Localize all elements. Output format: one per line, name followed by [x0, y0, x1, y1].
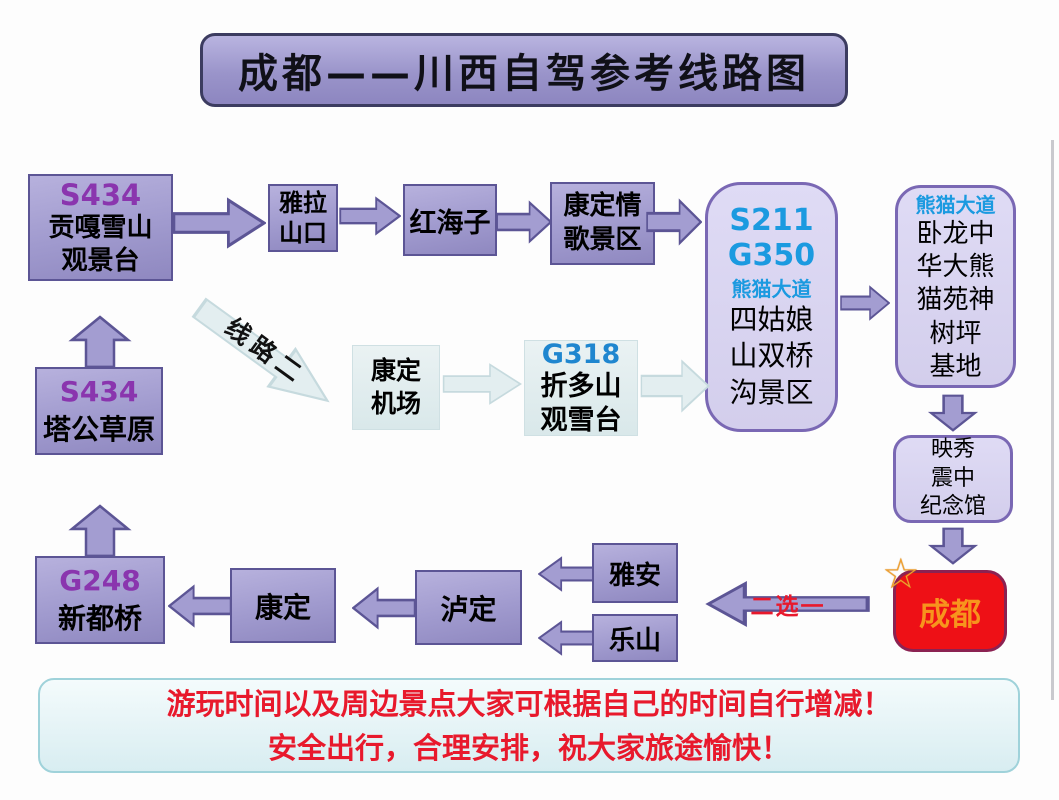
road-label-s434: S434 [59, 178, 142, 212]
node-kangding-song-name: 康定情 歌景区 [563, 190, 642, 255]
road-label-g318: G318 [541, 338, 621, 370]
arrow-luding-to-kangding [352, 586, 416, 630]
node-chengdu-name: 成都 [919, 596, 981, 633]
node-wolong-name: 卧龙中 华大熊 猫苑神 树坪 基地 [916, 218, 995, 382]
road-label-panda-avenue-2: 熊猫大道 [915, 192, 996, 217]
node-yaan: 雅安 [592, 543, 678, 603]
node-leshan-name: 乐山 [608, 625, 661, 656]
arrow-honghaizi-to-kangdingsong [496, 200, 552, 244]
node-gongga-name: 贡嘎雪山 观景台 [48, 213, 153, 276]
screen-edge-line [1051, 140, 1054, 700]
node-yingxiu-memorial: 映秀 震中 纪念馆 [893, 435, 1013, 523]
arrow-zheduoshan-to-siguniang [640, 358, 710, 414]
node-siguniang-valley: S211 G350 熊猫大道 四姑娘 山双桥 沟景区 [705, 182, 838, 432]
node-luding: 泸定 [415, 570, 522, 645]
node-xinduqiao-name: 新都桥 [57, 601, 142, 635]
notice-line-1: 游玩时间以及周边景点大家可根据自己的时间自行增减！ [166, 686, 892, 721]
node-siguniang-name: 四姑娘 山双桥 沟景区 [729, 302, 814, 409]
arrow-siguniang-to-wolong [840, 285, 890, 321]
road-label-g248: G248 [59, 563, 141, 597]
arrow-yaan-to-luding [538, 556, 596, 592]
arrow-chengdu-choose-one: 二选一 [705, 580, 871, 628]
node-yingxiu-name: 映秀 震中 纪念馆 [919, 437, 986, 520]
notice-line-2: 安全出行，合理安排，祝大家旅途愉快！ [267, 730, 790, 765]
node-yala-pass: 雅拉 山口 [268, 184, 338, 252]
node-kangding: 康定 [230, 568, 336, 643]
arrow-leshan-to-luding [538, 620, 596, 656]
node-yaan-name: 雅安 [608, 560, 661, 591]
node-yala-name: 雅拉 山口 [279, 189, 327, 247]
node-luding-name: 泸定 [440, 592, 497, 626]
road-label-s211: S211 [729, 202, 814, 238]
arrow-tagong-to-gongga [62, 315, 138, 369]
node-honghaizi: 红海子 [403, 184, 497, 256]
arrow-airport-to-zheduoshan [442, 362, 522, 406]
node-zheduoshan-name: 折多山 观雪台 [540, 370, 622, 436]
arrow-yala-to-honghaizi [339, 196, 401, 236]
diagram-title-text: 成都——川西自驾参考线路图 [238, 51, 810, 97]
node-honghaizi-name: 红海子 [409, 207, 491, 239]
node-chengdu: ☆ 成都 [882, 553, 1007, 652]
arrow-yingxiu-to-chengdu [927, 527, 979, 565]
diagram-title: 成都——川西自驾参考线路图 [200, 33, 848, 107]
node-kangding-name: 康定 [254, 590, 311, 624]
arrow-xinduqiao-up [62, 504, 138, 558]
route2-label: 线路二 [219, 312, 313, 391]
star-icon: ☆ [882, 549, 920, 598]
node-zheduoshan-viewpoint: G318 折多山 观雪台 [524, 338, 638, 436]
notice-banner: 游玩时间以及周边景点大家可根据自己的时间自行增减！ 安全出行，合理安排，祝大家旅… [38, 678, 1020, 773]
road-label-g350: G350 [727, 237, 816, 273]
arrow-kangding-to-xinduqiao [168, 584, 232, 628]
arrow-wolong-to-yingxiu [927, 394, 979, 432]
node-gongga-viewpoint: S434 贡嘎雪山 观景台 [28, 174, 173, 281]
arrow-kangdingsong-to-siguniang [646, 198, 702, 246]
node-leshan: 乐山 [592, 614, 678, 662]
node-kangding-airport: 康定 机场 [352, 345, 440, 430]
node-kangding-airport-name: 康定 机场 [370, 356, 421, 418]
node-wolong-panda-base: 熊猫大道 卧龙中 华大熊 猫苑神 树坪 基地 [895, 185, 1016, 388]
arrow-route2-diagonal: 线路二 [183, 286, 345, 423]
arrow-gongga-to-yala [172, 197, 266, 249]
choose-one-label: 二选一 [750, 594, 826, 620]
road-label-panda-avenue: 熊猫大道 [731, 276, 812, 301]
road-label-s434-2: S434 [59, 374, 139, 408]
node-tagong-grassland: S434 塔公草原 [35, 367, 163, 455]
node-tagong-name: 塔公草原 [42, 412, 155, 446]
node-kangding-love-song-area: 康定情 歌景区 [550, 182, 655, 265]
node-xinduqiao: G248 新都桥 [35, 556, 165, 644]
